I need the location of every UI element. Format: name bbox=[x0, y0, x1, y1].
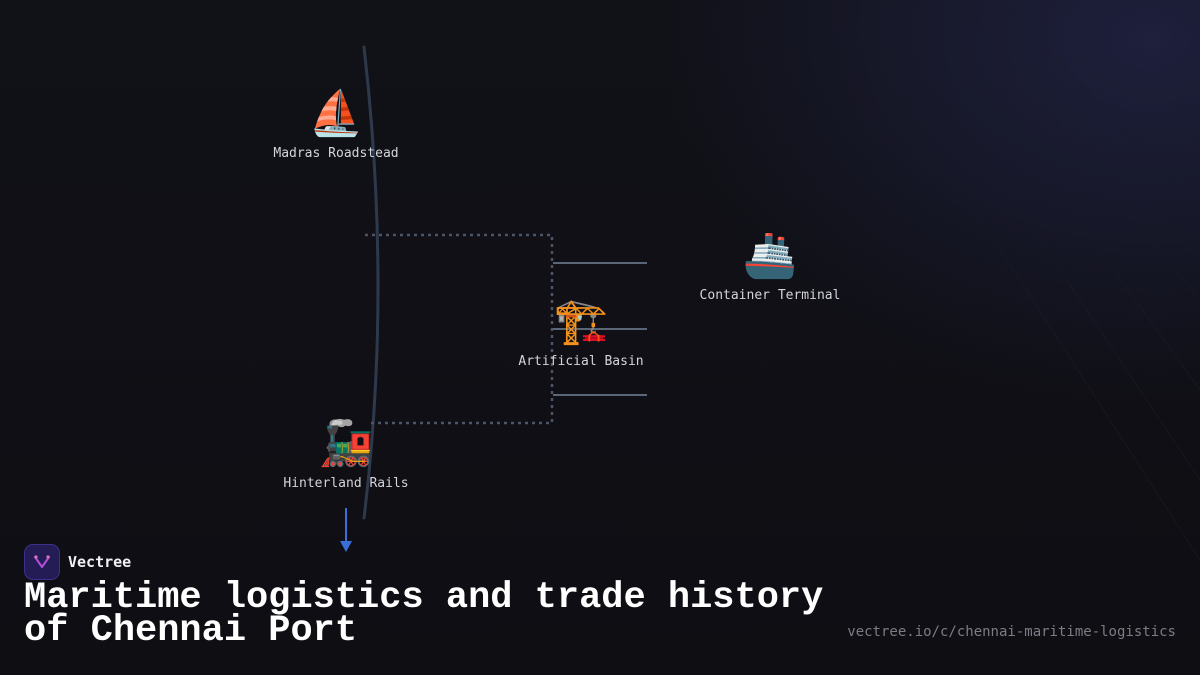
dotted-connector bbox=[365, 233, 554, 425]
timeline-spine bbox=[362, 45, 380, 520]
down-arrow-head bbox=[340, 541, 352, 552]
page-title: Maritime logistics and trade history of … bbox=[24, 577, 824, 652]
brand-name: Vectree bbox=[68, 553, 132, 571]
ship-icon: 🚢 bbox=[742, 230, 798, 281]
locomotive-icon: 🚂 bbox=[318, 418, 374, 469]
node-madras-roadstead[interactable]: ⛵ Madras Roadstead bbox=[266, 88, 406, 162]
sailboat-icon: ⛵ bbox=[308, 88, 364, 139]
node-label: Hinterland Rails bbox=[283, 476, 409, 491]
source-url[interactable]: vectree.io/c/chennai-maritime-logistics bbox=[847, 624, 1176, 640]
node-label: Madras Roadstead bbox=[273, 146, 399, 161]
brand[interactable]: Vectree bbox=[24, 544, 131, 580]
crane-icon: 🏗️ bbox=[553, 296, 609, 347]
node-label: Artificial Basin bbox=[518, 354, 644, 369]
node-hinterland-rails[interactable]: 🚂 Hinterland Rails bbox=[276, 418, 416, 492]
vectree-logo-icon bbox=[24, 544, 60, 580]
node-artificial-basin[interactable]: 🏗️ Artificial Basin bbox=[511, 296, 651, 370]
node-label: Container Terminal bbox=[699, 288, 841, 303]
node-container-terminal[interactable]: 🚢 Container Terminal bbox=[690, 230, 850, 304]
